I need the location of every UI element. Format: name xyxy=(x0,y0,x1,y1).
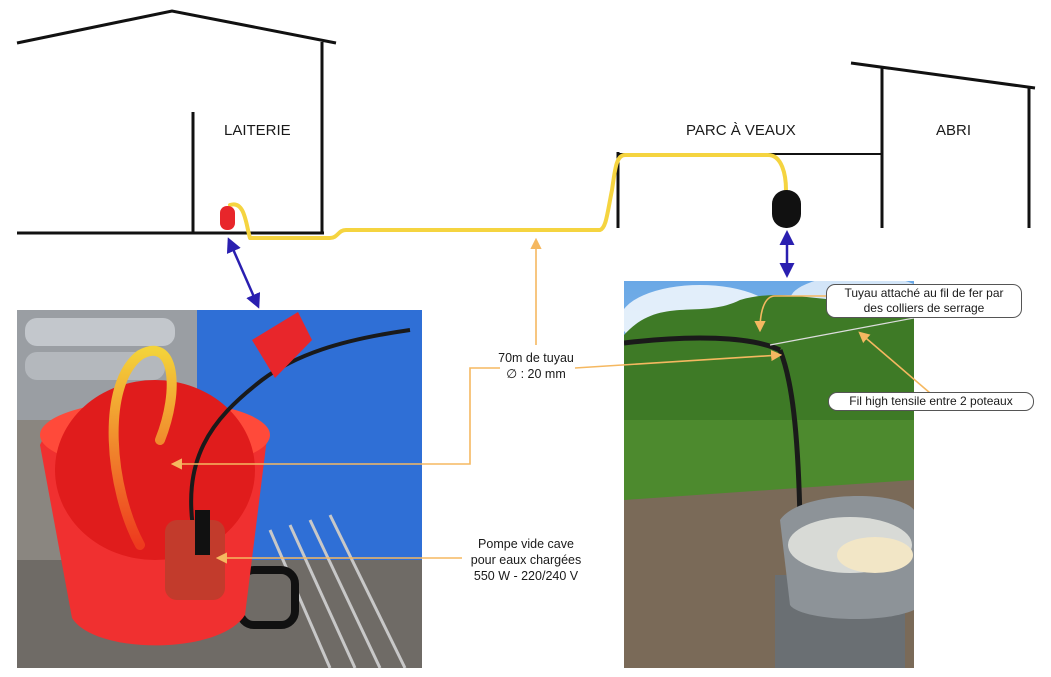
float-valve-icon xyxy=(772,190,801,228)
pump-note: Pompe vide cave pour eaux chargées 550 W… xyxy=(456,536,596,584)
label-abri: ABRI xyxy=(936,122,972,139)
wire-label: Fil high tensile entre 2 poteaux xyxy=(849,394,1013,408)
float-switch-icon xyxy=(220,206,235,230)
pipe-length: 70m de tuyau xyxy=(498,351,574,365)
wire-callout xyxy=(858,331,931,394)
laiterie-building xyxy=(16,9,337,235)
label-laiterie: LAITERIE xyxy=(224,122,291,139)
pipe-note: 70m de tuyau ∅ : 20 mm xyxy=(486,350,586,382)
pump-type: Pompe vide cave xyxy=(478,537,574,551)
pump-usage: pour eaux chargées xyxy=(470,553,582,567)
blue-arrow-left xyxy=(226,237,261,309)
trough-photo xyxy=(624,281,914,668)
pump-power: 550 W - 220/240 V xyxy=(473,569,579,583)
attach-note: Tuyau attaché au fil de fer par des coll… xyxy=(826,284,1022,318)
parc-building xyxy=(616,152,882,228)
attach-line-1: Tuyau attaché au fil de fer par xyxy=(844,286,1004,300)
pipe-callout-right xyxy=(574,349,783,369)
pipe-callout-left xyxy=(170,367,500,470)
wire-note: Fil high tensile entre 2 poteaux xyxy=(828,392,1034,411)
pipe-diameter: ∅ : 20 mm xyxy=(506,367,566,381)
abri-building xyxy=(850,61,1036,228)
attach-callout xyxy=(754,295,828,333)
label-parc-a-veaux: PARC À VEAUX xyxy=(686,122,796,139)
water-pipe xyxy=(228,153,788,240)
pump-photo xyxy=(17,310,422,668)
attach-line-2: des colliers de serrage xyxy=(863,301,985,315)
